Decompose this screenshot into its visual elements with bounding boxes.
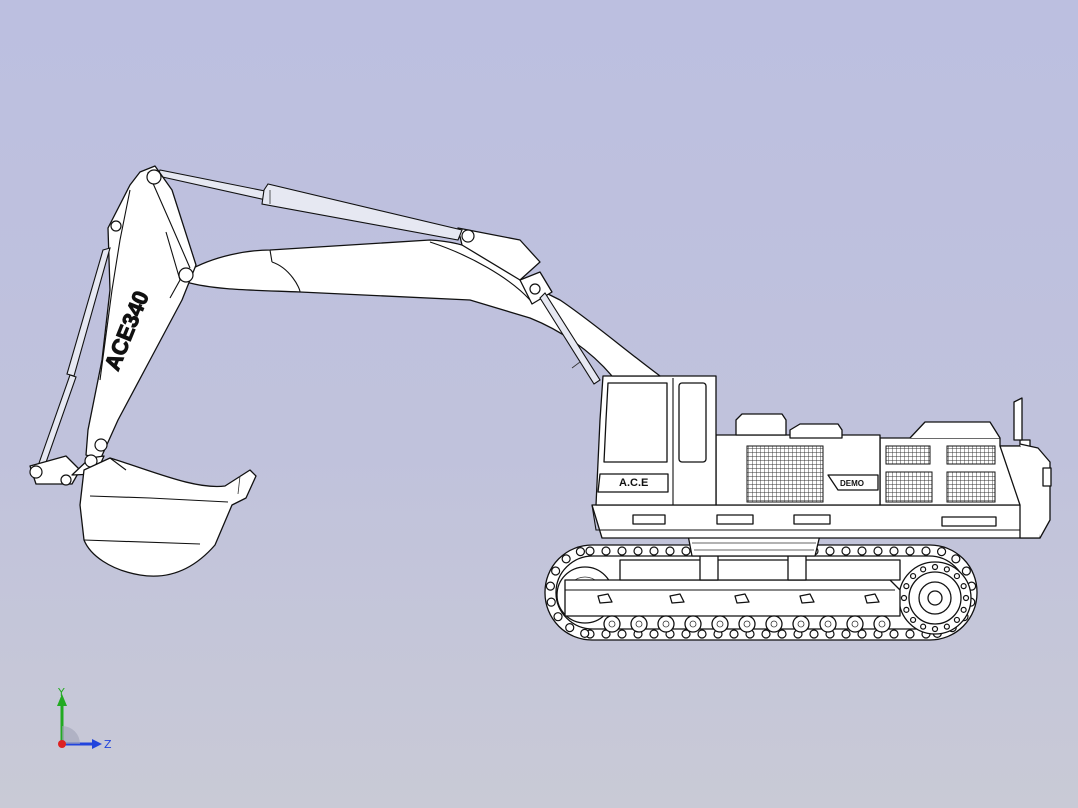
deck-light bbox=[941, 516, 997, 527]
arm-cylinder-rod bbox=[157, 169, 271, 201]
carrier-roller-post bbox=[699, 555, 719, 581]
track-frame bbox=[564, 579, 901, 617]
link-pin bbox=[60, 474, 72, 486]
cab-label: A.C.E bbox=[619, 477, 648, 489]
boom-body bbox=[185, 239, 661, 377]
grille bbox=[946, 445, 996, 465]
undercarriage[interactable] bbox=[544, 534, 978, 641]
deck-light bbox=[716, 514, 754, 525]
link-pin bbox=[94, 438, 108, 452]
sprocket-wheel bbox=[898, 561, 972, 635]
counterweight-label: DEMO bbox=[840, 479, 864, 488]
grille bbox=[946, 471, 996, 503]
arm-pin bbox=[146, 169, 162, 185]
cab-window bbox=[603, 382, 668, 463]
main-grille bbox=[746, 445, 824, 503]
track-frame-marks bbox=[597, 593, 880, 604]
top-box bbox=[789, 423, 843, 439]
track-links bbox=[545, 546, 977, 639]
orientation-triad[interactable]: Y Z bbox=[40, 684, 130, 754]
arm-pin bbox=[178, 267, 194, 283]
bucket-shell bbox=[79, 457, 257, 577]
air-filter-hood bbox=[909, 421, 1001, 439]
y-axis-label: Y bbox=[57, 686, 65, 699]
arm-cylinder-barrel bbox=[261, 183, 463, 241]
demo-plate bbox=[827, 474, 879, 491]
arm-cylinder[interactable] bbox=[157, 169, 463, 241]
deck-light bbox=[632, 514, 666, 525]
bucket-cylinder-rod bbox=[37, 374, 77, 469]
cab-door-window bbox=[678, 382, 707, 463]
z-axis-arrowhead bbox=[92, 739, 102, 749]
top-box bbox=[735, 413, 787, 436]
x-axis-dot bbox=[58, 740, 66, 748]
arm[interactable]: ACE340 bbox=[37, 165, 197, 469]
tail-light bbox=[1042, 467, 1052, 487]
cab-plate bbox=[597, 473, 669, 493]
grille bbox=[885, 445, 931, 465]
y-axis-arrowhead bbox=[57, 694, 67, 706]
upper-structure[interactable]: DEMO A.C.E bbox=[591, 375, 1052, 539]
rear-panel bbox=[1019, 443, 1051, 539]
bucket[interactable] bbox=[29, 438, 257, 577]
boom-pin bbox=[461, 229, 475, 243]
boom[interactable] bbox=[185, 227, 661, 385]
carrier-roller-post bbox=[787, 555, 807, 581]
boom-pin bbox=[529, 283, 541, 295]
grille bbox=[885, 471, 933, 503]
exhaust-pipe bbox=[1013, 397, 1023, 441]
arm-pin bbox=[110, 220, 122, 232]
deck-light bbox=[793, 514, 831, 525]
z-axis-label: Z bbox=[104, 738, 112, 751]
link-pin bbox=[29, 465, 43, 479]
boom-cylinder bbox=[539, 292, 601, 385]
bottom-rollers bbox=[603, 615, 891, 633]
car-body bbox=[619, 559, 901, 581]
boom-head bbox=[457, 227, 541, 281]
